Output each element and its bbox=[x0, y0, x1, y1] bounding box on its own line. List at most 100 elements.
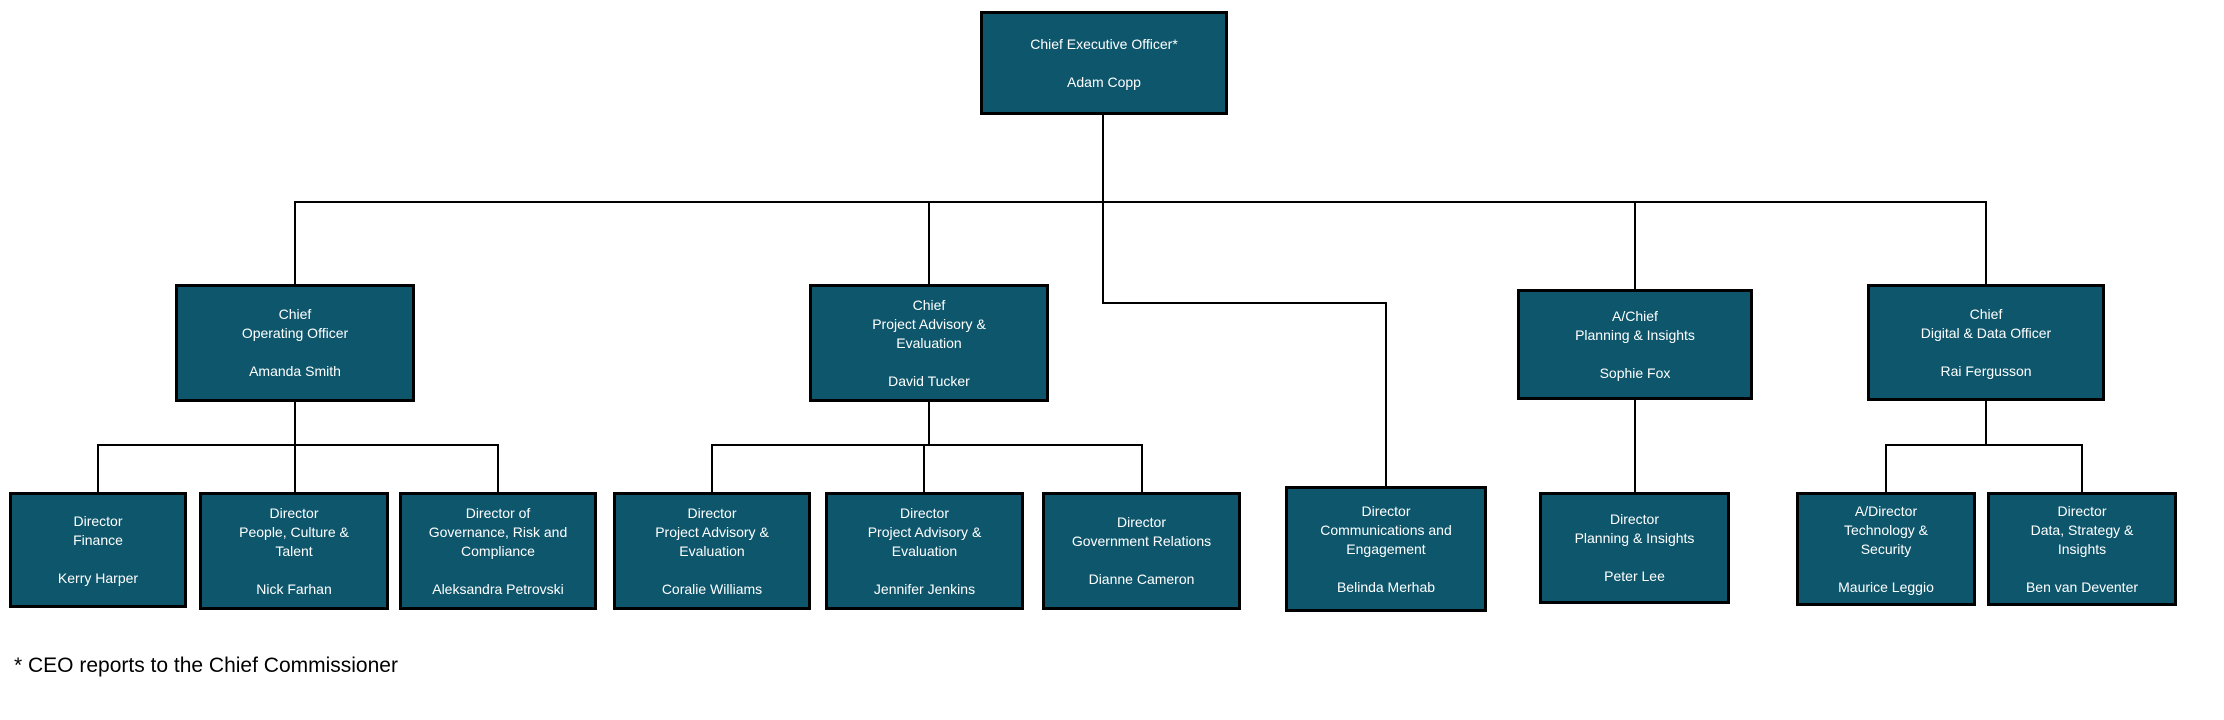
org-node-role-line: People, Culture & bbox=[239, 523, 349, 540]
connector-line bbox=[1985, 401, 1987, 444]
org-node-name: Jennifer Jenkins bbox=[873, 580, 976, 597]
org-node-name: Ben van Deventer bbox=[2025, 578, 2139, 595]
org-node-role-line: Director bbox=[899, 504, 949, 521]
org-node-role-line: Security bbox=[1860, 540, 1912, 557]
org-node-role-line: Insights bbox=[2057, 540, 2107, 557]
connector-line bbox=[97, 444, 99, 492]
footnote: * CEO reports to the Chief Commissioner bbox=[14, 654, 398, 677]
connector-line bbox=[294, 444, 296, 492]
connector-line bbox=[1102, 302, 1387, 304]
connector-line bbox=[294, 201, 1987, 203]
org-node-role-line: Planning & Insights bbox=[1575, 326, 1695, 343]
org-node-name: David Tucker bbox=[888, 372, 970, 389]
connector-line bbox=[497, 444, 499, 492]
org-node-role-line: A/Chief bbox=[1612, 307, 1658, 324]
org-node-role-line: Project Advisory & bbox=[872, 315, 986, 332]
connector-line bbox=[1634, 400, 1636, 492]
org-node-role-line: Project Advisory & bbox=[655, 523, 769, 540]
org-node-name: Aleksandra Petrovski bbox=[432, 580, 564, 597]
org-node-role: Chief Executive Officer* bbox=[1030, 35, 1178, 54]
connector-line bbox=[294, 402, 296, 444]
connector-line bbox=[1985, 201, 1987, 284]
org-node-name: Nick Farhan bbox=[256, 580, 332, 597]
connector-line bbox=[923, 444, 925, 492]
org-node-role-line: Chief Executive Officer* bbox=[1030, 35, 1178, 52]
org-node-role-line: Director bbox=[1609, 511, 1659, 527]
org-node-ceo: Chief Executive Officer* Adam Copp bbox=[980, 11, 1228, 115]
org-node-role-line: Evaluation bbox=[891, 542, 958, 559]
connector-line bbox=[928, 402, 930, 444]
org-node-role-line: Director bbox=[269, 504, 319, 521]
connector-line bbox=[1141, 444, 1143, 492]
org-node-role-line: Director bbox=[2057, 502, 2107, 519]
org-node-role-line: Director bbox=[1116, 514, 1166, 530]
org-node-name: Belinda Merhab bbox=[1336, 578, 1436, 595]
org-node-role-line: Chief bbox=[278, 306, 312, 322]
org-node-name: Amanda Smith bbox=[249, 363, 341, 379]
org-node-role-line: Director of bbox=[465, 504, 531, 521]
connector-line bbox=[2081, 444, 2083, 492]
org-node-name: Sophie Fox bbox=[1599, 364, 1671, 381]
connector-line bbox=[97, 444, 499, 446]
org-node-role-line: Evaluation bbox=[896, 334, 962, 351]
connector-line bbox=[1885, 444, 2083, 446]
org-node-role-line: Talent bbox=[275, 542, 313, 559]
org-node-role-line: A/Director bbox=[1854, 502, 1918, 519]
org-node-role-line: Data, Strategy & bbox=[2030, 521, 2134, 538]
org-node-role-line: Compliance bbox=[461, 542, 535, 559]
org-node-role-line: Technology & bbox=[1843, 521, 1929, 538]
org-node-role-line: Communications and bbox=[1320, 521, 1452, 538]
connector-line bbox=[1885, 444, 1887, 492]
connector-line bbox=[1102, 115, 1104, 304]
connector-line bbox=[711, 444, 713, 492]
org-node-role-line: Digital & Data Officer bbox=[1920, 324, 2052, 341]
org-node-role-line: Chief bbox=[912, 296, 946, 313]
connector-line bbox=[1385, 302, 1387, 486]
org-node-name: Dianne Cameron bbox=[1088, 571, 1195, 587]
connector-line bbox=[928, 201, 930, 284]
org-node-name: Rai Fergusson bbox=[1940, 362, 2032, 379]
org-node-role-line: Governance, Risk and bbox=[428, 523, 568, 540]
org-node-role-line: Director bbox=[73, 513, 123, 529]
org-node-name: Kerry Harper bbox=[57, 570, 139, 586]
org-node-role-line: Engagement bbox=[1346, 540, 1426, 557]
org-node-role-line: Planning & Insights bbox=[1574, 530, 1695, 546]
org-node-role-line: Finance bbox=[73, 532, 123, 548]
connector-line bbox=[294, 201, 296, 284]
org-node-role-line: Evaluation bbox=[679, 542, 745, 559]
org-node-role-line: Director bbox=[1361, 502, 1411, 519]
org-node-role-line: Project Advisory & bbox=[867, 523, 982, 540]
org-node-name: Adam Copp bbox=[1067, 73, 1141, 90]
org-node-role-line: Director bbox=[687, 504, 737, 521]
org-node-name: Peter Lee bbox=[1604, 568, 1665, 584]
connector-line bbox=[711, 444, 1143, 446]
